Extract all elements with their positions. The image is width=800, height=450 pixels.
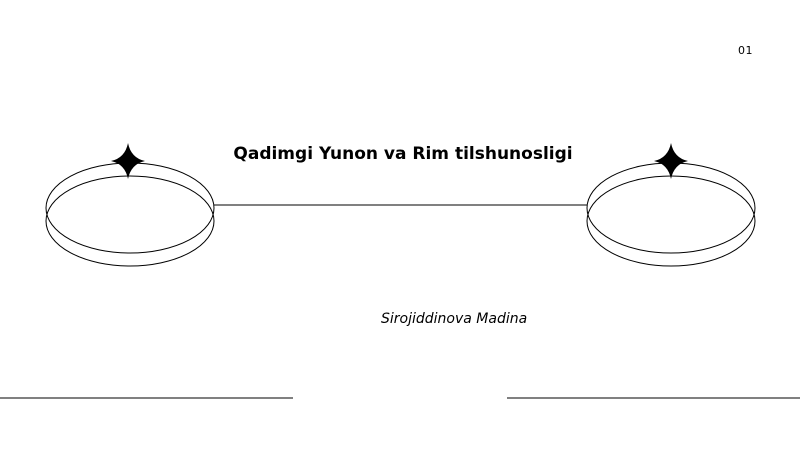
page-number: 01 <box>738 44 753 57</box>
author-name: Sirojiddinova Madina <box>381 311 528 327</box>
four-point-star-icon <box>111 143 145 179</box>
four-point-star-icon <box>654 143 688 179</box>
left-ring <box>45 162 215 267</box>
slide-title: Qadimgi Yunon va Rim tilshunosligi <box>233 144 573 164</box>
